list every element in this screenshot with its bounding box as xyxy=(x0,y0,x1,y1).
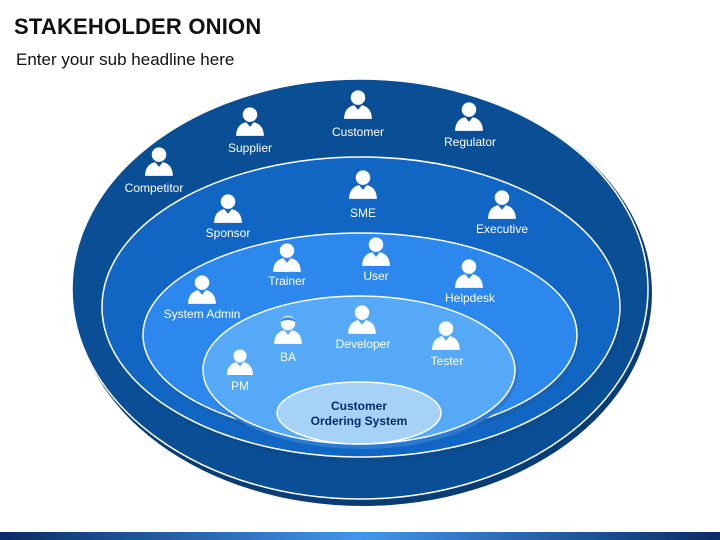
stakeholder-label: PM xyxy=(231,379,249,393)
stakeholder-label: BA xyxy=(280,350,296,364)
bottom-accent-bar xyxy=(0,532,720,540)
stakeholder-label: SME xyxy=(350,206,376,220)
stakeholder-label: Helpdesk xyxy=(445,291,496,305)
stakeholder-label: Competitor xyxy=(125,181,184,195)
stakeholder-label: Supplier xyxy=(228,141,272,155)
page-title: STAKEHOLDER ONION xyxy=(14,14,262,39)
stakeholder-developer: Developer xyxy=(336,305,391,351)
stakeholder-regulator: Regulator xyxy=(444,102,496,149)
core-ellipse xyxy=(276,381,442,445)
stakeholder-label: Sponsor xyxy=(206,226,251,240)
stakeholder-label: Tester xyxy=(431,354,464,368)
stakeholder-sme: SME xyxy=(349,170,377,220)
stakeholder-pm: PM xyxy=(227,349,253,393)
stakeholder-label: User xyxy=(363,269,388,283)
stakeholder-system-admin: System Admin xyxy=(164,275,241,321)
stakeholder-customer: Customer xyxy=(332,90,384,139)
stakeholder-label: Executive xyxy=(476,222,528,236)
stakeholder-label: Customer xyxy=(332,125,384,139)
stakeholder-supplier: Supplier xyxy=(228,107,272,155)
core-label-line1: Customer xyxy=(331,399,387,413)
stakeholder-label: Trainer xyxy=(268,274,306,288)
stakeholder-helpdesk: Helpdesk xyxy=(445,259,496,305)
stakeholder-sponsor: Sponsor xyxy=(206,194,251,240)
stakeholder-trainer: Trainer xyxy=(268,243,306,288)
stakeholder-executive: Executive xyxy=(476,190,528,236)
stakeholder-label: System Admin xyxy=(164,307,241,321)
stakeholder-ba: BA xyxy=(274,315,302,364)
stakeholder-tester: Tester xyxy=(431,321,464,368)
core-label-line2: Ordering System xyxy=(311,414,408,428)
stakeholder-user: User xyxy=(362,237,390,283)
page-subtitle: Enter your sub headline here xyxy=(16,50,235,69)
stakeholder-competitor: Competitor xyxy=(125,147,184,195)
stakeholder-label: Developer xyxy=(336,337,391,351)
stakeholder-label: Regulator xyxy=(444,135,496,149)
